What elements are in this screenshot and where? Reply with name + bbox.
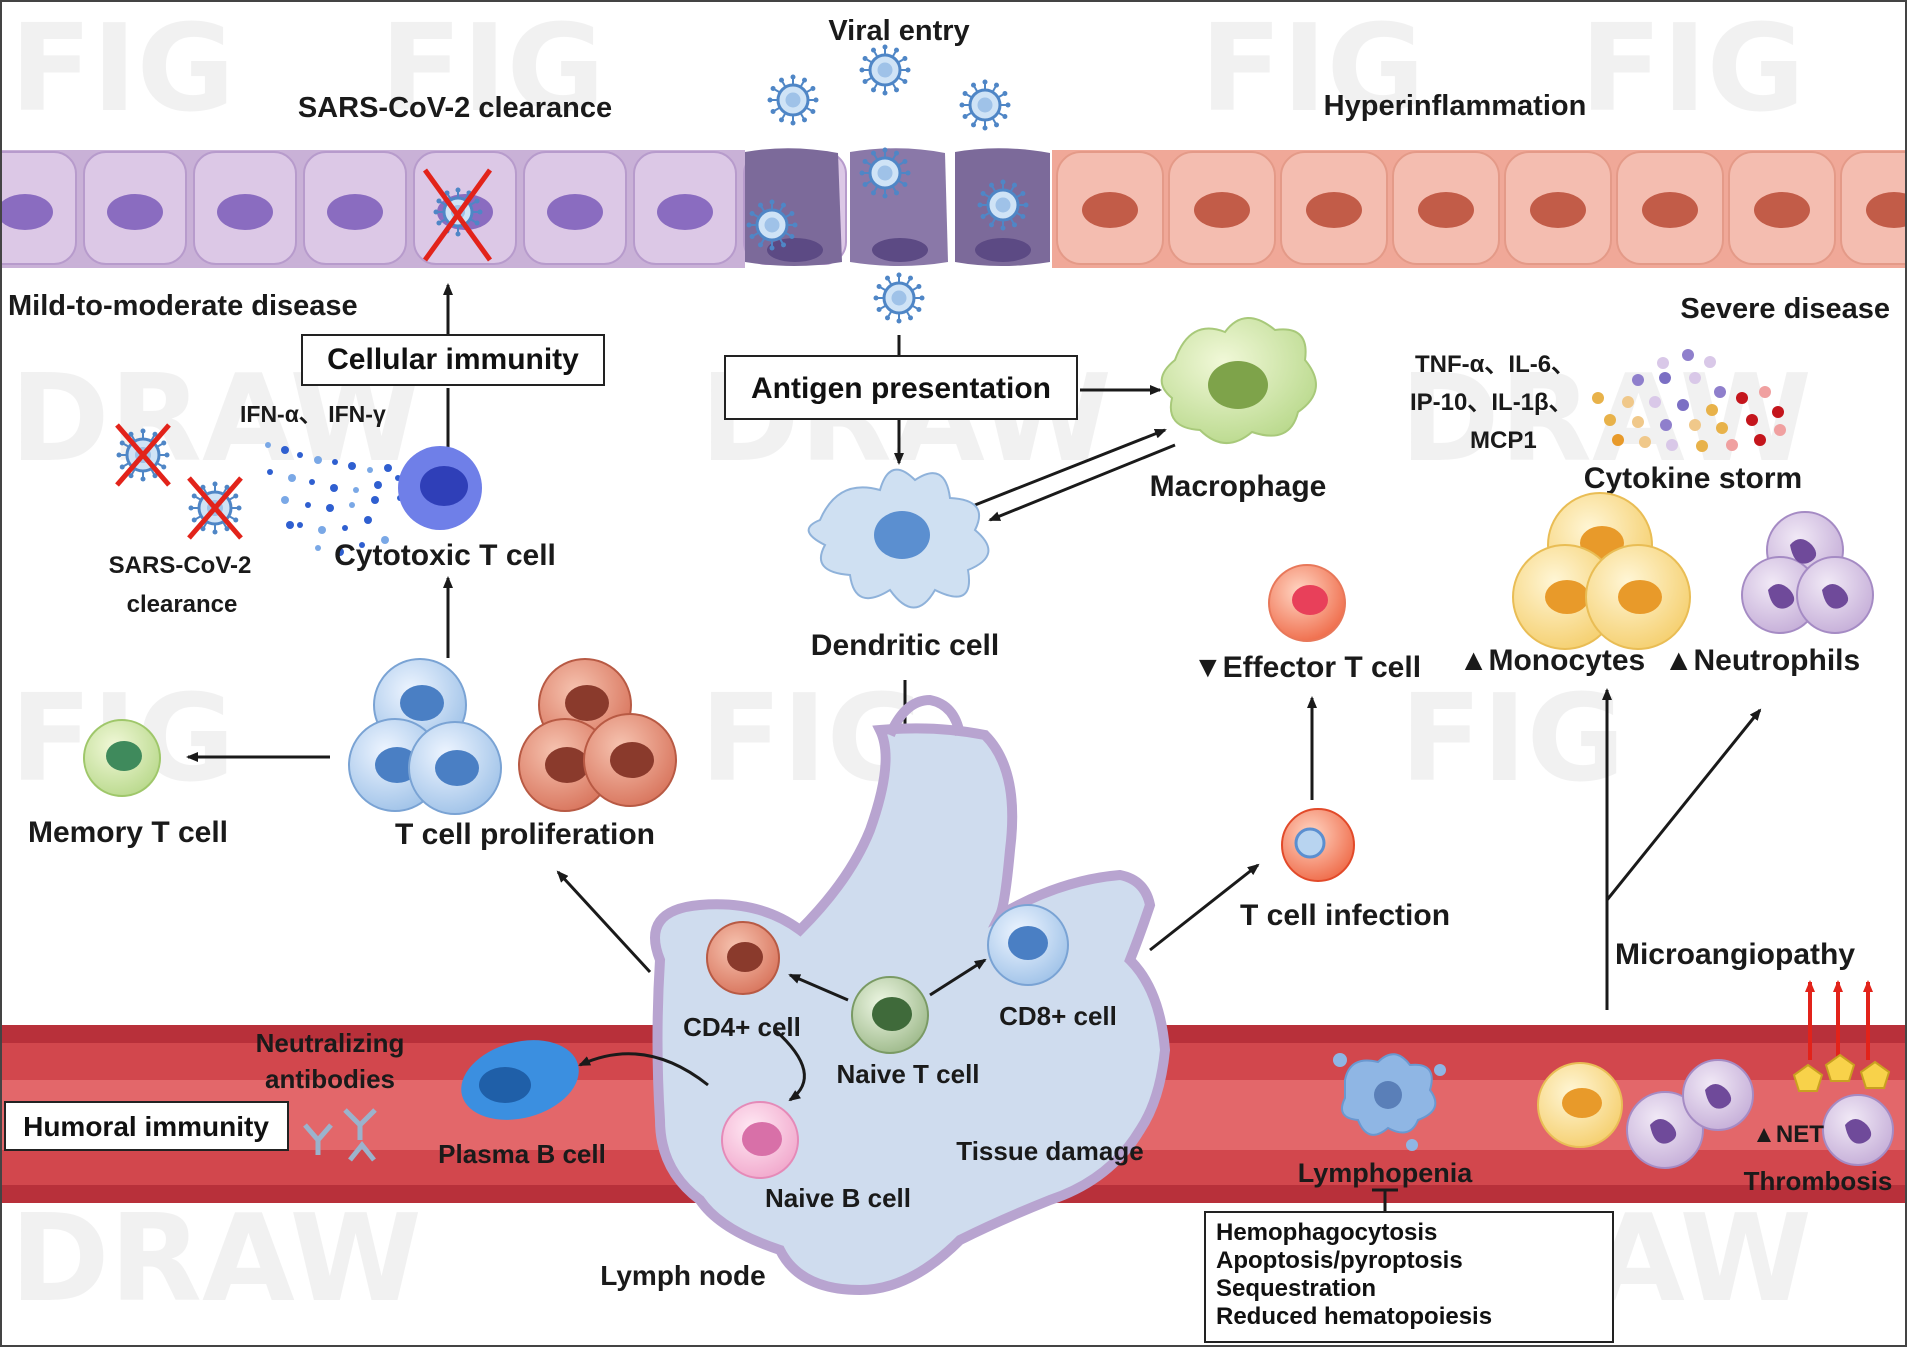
- sars-clearance-label-line2: clearance: [127, 591, 238, 618]
- lymphopenia-label: Lymphopenia: [1298, 1158, 1473, 1188]
- monocytes-cluster: [1512, 492, 1691, 650]
- svg-text:FIG: FIG: [1200, 0, 1425, 139]
- inflamed-cell: [1280, 151, 1388, 265]
- antibody-icon: [303, 1108, 377, 1162]
- cytokine-storm-label: Cytokine storm: [1584, 462, 1802, 495]
- cd8-cell: [987, 904, 1069, 986]
- monocytes-label: ▲Monocytes: [1459, 644, 1645, 677]
- t-cell-proliferation-label: T cell proliferation: [395, 818, 655, 851]
- cytokine-dots: [1592, 349, 1786, 452]
- inflamed-cell: [1504, 151, 1612, 265]
- cytokines-line3: MCP1: [1470, 427, 1537, 454]
- plasma-b-cell-label: Plasma B cell: [438, 1139, 606, 1169]
- cellular-immunity-label: Cellular immunity: [327, 343, 579, 376]
- t-cell-infection-label: T cell infection: [1240, 899, 1450, 932]
- ifn-dots: [265, 442, 403, 556]
- hyperinflammation-label: Hyperinflammation: [1324, 90, 1587, 122]
- inflamed-cell: [1728, 151, 1836, 265]
- virus-icon: [959, 79, 1011, 131]
- virus-icon: [859, 147, 911, 199]
- macrophage: [1160, 317, 1317, 444]
- cytotoxic-t-cell-label: Cytotoxic T cell: [334, 539, 556, 572]
- thrombosis-label: Thrombosis: [1744, 1166, 1893, 1196]
- lymph-node-label: Lymph node: [600, 1260, 765, 1291]
- effector-t-cell-label: ▼Effector T cell: [1193, 651, 1421, 684]
- epithelial-cell: [0, 151, 77, 265]
- inflamed-cell: [1392, 151, 1500, 265]
- neutralizing-label-line1: Neutralizing: [256, 1028, 405, 1058]
- inflamed-epithelial-cells: [1056, 151, 1907, 265]
- cleared-viruses: [115, 423, 243, 540]
- infected-t-cell: [1281, 808, 1355, 882]
- mechanism-item-0: Hemophagocytosis: [1216, 1219, 1437, 1246]
- dendritic-cell: [807, 468, 990, 609]
- mechanism-item-1: Apoptosis/pyroptosis: [1216, 1247, 1463, 1274]
- inflamed-cell: [1056, 151, 1164, 265]
- cd4-cell: [706, 921, 780, 995]
- antigen-presentation-box: Antigen presentation: [724, 355, 1078, 420]
- naive-t-cell-label: Naive T cell: [836, 1059, 979, 1089]
- healthy-epithelial-cells: [0, 151, 847, 265]
- epithelial-cell: [83, 151, 187, 265]
- net-label: ▲NET: [1752, 1121, 1824, 1148]
- ifn-label: IFN-α、 IFN-γ: [240, 401, 386, 427]
- plasma-b-cell: [461, 1040, 579, 1120]
- vessel-monocyte: [1537, 1062, 1623, 1148]
- cleared-virus-x-icon: [422, 168, 493, 262]
- humoral-immunity-box: Humoral immunity: [4, 1101, 289, 1151]
- cytotoxic-t-cell: [398, 446, 482, 530]
- mechanism-item-2: Sequestration: [1216, 1275, 1376, 1302]
- epithelial-cell: [523, 151, 627, 265]
- humoral-immunity-label: Humoral immunity: [23, 1111, 269, 1142]
- cytokines-line2: IP-10、IL-1β、: [1410, 389, 1573, 416]
- neutrophils-label: ▲Neutrophils: [1664, 644, 1860, 677]
- mechanism-item-3: Reduced hematopoiesis: [1216, 1303, 1492, 1330]
- naive-b-cell: [721, 1101, 799, 1179]
- severe-disease-label: Severe disease: [1680, 293, 1890, 325]
- memory-t-cell: [83, 719, 161, 797]
- lymphopenia-cell: [1333, 1053, 1446, 1151]
- vessel-neutrophils: [1626, 1059, 1894, 1169]
- microangiopathy-label: Microangiopathy: [1615, 938, 1855, 971]
- inflamed-cell: [1168, 151, 1276, 265]
- cd8-cell-label: CD8+ cell: [999, 1001, 1117, 1031]
- virus-icon: [977, 179, 1029, 231]
- naive-t-cell: [851, 976, 929, 1054]
- sars-clearance-title: SARS-CoV-2 clearance: [298, 92, 612, 124]
- tissue-damage-label: Tissue damage: [956, 1136, 1143, 1166]
- svg-text:FIG: FIG: [1580, 0, 1805, 139]
- epithelial-cell: [303, 151, 407, 265]
- effector-t-cell: [1268, 564, 1346, 642]
- svg-text:FIG: FIG: [380, 0, 605, 139]
- inflamed-cell: [1840, 151, 1907, 265]
- mild-disease-label: Mild-to-moderate disease: [8, 290, 358, 322]
- neutralizing-label-line2: antibodies: [265, 1064, 395, 1094]
- virus-icon: [767, 74, 819, 126]
- naive-b-cell-label: Naive B cell: [765, 1183, 911, 1213]
- cytokines-line1: TNF-α、IL-6、: [1415, 351, 1575, 378]
- svg-text:DRAW: DRAW: [10, 1190, 422, 1329]
- mechanisms-box: Hemophagocytosis Apoptosis/pyroptosis Se…: [1204, 1211, 1614, 1343]
- neutrophils-cluster: [1741, 511, 1874, 634]
- virus-icon: [859, 44, 911, 96]
- cellular-immunity-box: Cellular immunity: [301, 334, 605, 386]
- antigen-presentation-label: Antigen presentation: [751, 372, 1051, 405]
- viral-entry-label: Viral entry: [828, 15, 969, 47]
- platelets: [1792, 1053, 1891, 1092]
- virus-icon: [873, 272, 925, 324]
- epithelial-cell: [193, 151, 297, 265]
- svg-text:FIG: FIG: [1400, 670, 1625, 809]
- epithelial-cell: [633, 151, 737, 265]
- memory-t-cell-label: Memory T cell: [28, 816, 228, 849]
- macrophage-label: Macrophage: [1150, 470, 1327, 503]
- inflamed-cell: [1616, 151, 1724, 265]
- dendritic-cell-label: Dendritic cell: [811, 629, 999, 662]
- svg-text:FIG: FIG: [10, 0, 235, 139]
- t-cell-proliferation-cluster: [348, 658, 677, 815]
- virus-icon: [746, 199, 798, 251]
- sars-clearance-label-line1: SARS-CoV-2: [109, 552, 252, 579]
